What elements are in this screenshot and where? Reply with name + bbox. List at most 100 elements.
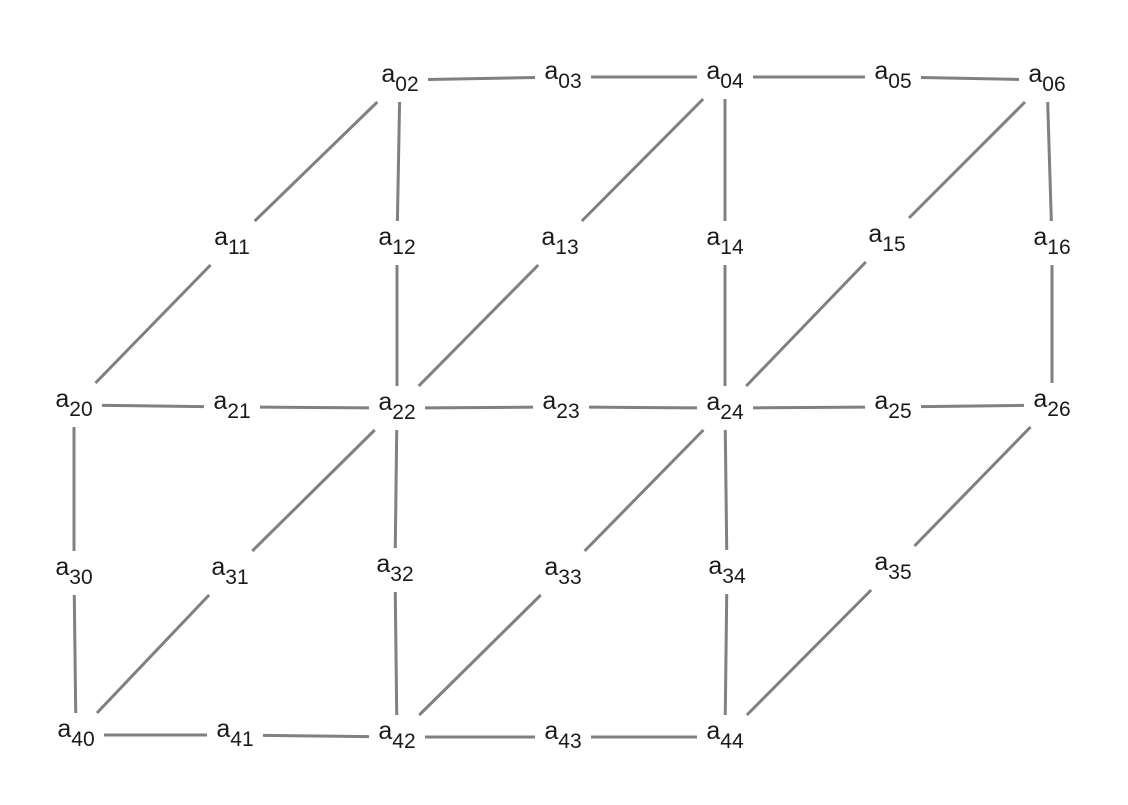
node-label: a16	[1033, 223, 1070, 259]
node-base-letter: a	[1033, 385, 1047, 413]
node-label: a21	[213, 387, 250, 423]
node-base-letter: a	[1028, 60, 1042, 88]
node-a21: a21	[213, 387, 250, 423]
node-label: a04	[706, 57, 744, 93]
node-subscript: 42	[392, 730, 415, 753]
node-label: a14	[706, 223, 744, 259]
node-base-letter: a	[216, 715, 230, 743]
node-label: a32	[376, 550, 413, 586]
node-label: a30	[55, 553, 92, 589]
node-a25: a25	[874, 387, 911, 423]
node-subscript: 22	[392, 401, 415, 424]
node-label: a23	[542, 387, 579, 423]
edge-a33-a42	[418, 593, 542, 717]
node-base-letter: a	[1033, 223, 1047, 251]
edge-layer	[72, 75, 1054, 739]
node-subscript: 41	[230, 728, 253, 751]
node-base-letter: a	[378, 717, 392, 745]
node-base-letter: a	[706, 223, 720, 251]
node-base-letter: a	[706, 57, 720, 85]
node-label: a34	[708, 552, 746, 588]
edge-a22-a32	[393, 429, 399, 549]
edge-a21-a22	[259, 405, 370, 410]
node-label: a40	[57, 715, 94, 751]
node-a40: a40	[57, 715, 94, 751]
node-subscript: 34	[722, 565, 746, 588]
node-a26: a26	[1033, 385, 1070, 421]
node-label: a06	[1028, 60, 1065, 96]
node-subscript: 26	[1047, 398, 1070, 421]
node-a42: a42	[378, 717, 415, 753]
node-label: a43	[544, 717, 581, 753]
node-base-letter: a	[706, 717, 720, 745]
node-label: a25	[874, 387, 911, 423]
node-subscript: 13	[555, 236, 578, 259]
node-base-letter: a	[211, 553, 225, 581]
edge-a25-a26	[920, 403, 1025, 409]
node-subscript: 44	[720, 730, 744, 753]
node-subscript: 14	[720, 236, 744, 259]
edge-a35-a44	[745, 588, 873, 717]
edge-a24-a34	[723, 429, 729, 551]
node-base-letter: a	[544, 553, 558, 581]
node-subscript: 30	[69, 566, 92, 589]
node-a15: a15	[868, 220, 905, 256]
edge-a02-a11	[253, 100, 379, 223]
node-subscript: 20	[69, 398, 92, 421]
node-label: a03	[544, 57, 581, 93]
node-base-letter: a	[57, 715, 71, 743]
node-a32: a32	[376, 550, 413, 586]
node-base-letter: a	[874, 57, 888, 85]
node-base-letter: a	[706, 388, 720, 416]
node-subscript: 40	[71, 728, 94, 751]
node-base-letter: a	[544, 57, 558, 85]
node-a43: a43	[544, 717, 581, 753]
node-a34: a34	[708, 552, 746, 588]
node-label: a31	[211, 553, 248, 589]
edge-a13-a22	[417, 263, 540, 388]
edge-a23-a24	[588, 405, 698, 410]
node-a30: a30	[55, 553, 92, 589]
node-a22: a22	[378, 388, 415, 424]
node-label: a42	[378, 717, 415, 753]
node-a12: a12	[378, 223, 415, 259]
node-a02: a02	[381, 60, 418, 96]
edge-a22-a31	[251, 428, 376, 553]
node-a41: a41	[216, 715, 253, 751]
edge-a34-a44	[723, 593, 729, 716]
edge-a24-a33	[583, 428, 705, 553]
node-base-letter: a	[708, 552, 722, 580]
edge-a06-a16	[1046, 101, 1053, 222]
node-label: a15	[868, 220, 905, 256]
node-subscript: 23	[556, 400, 579, 423]
node-subscript: 32	[390, 563, 413, 586]
node-subscript: 31	[225, 566, 248, 589]
node-a05: a05	[874, 57, 911, 93]
node-base-letter: a	[378, 388, 392, 416]
node-base-letter: a	[541, 223, 555, 251]
edge-a02-a12	[395, 101, 402, 222]
edge-a22-a23	[424, 405, 534, 410]
edge-a05-a06	[920, 76, 1020, 81]
node-subscript: 05	[888, 70, 911, 93]
edge-a30-a40	[72, 594, 78, 714]
edge-a20-a21	[101, 403, 205, 409]
node-a06: a06	[1028, 60, 1065, 96]
node-subscript: 15	[882, 233, 905, 256]
node-a23: a23	[542, 387, 579, 423]
node-base-letter: a	[544, 717, 558, 745]
edge-a02-a03	[427, 76, 536, 81]
node-label: a12	[378, 223, 415, 259]
node-label: a05	[874, 57, 911, 93]
edge-a26-a35	[913, 425, 1032, 548]
node-label: a22	[378, 388, 415, 424]
node-a24: a24	[706, 388, 744, 424]
node-a44: a44	[706, 717, 744, 753]
node-label: a20	[55, 385, 92, 421]
node-subscript: 21	[227, 400, 250, 423]
edge-a32-a42	[393, 591, 399, 716]
node-label: a44	[706, 717, 744, 753]
edge-a11-a20	[94, 263, 212, 385]
node-subscript: 06	[1042, 73, 1065, 96]
